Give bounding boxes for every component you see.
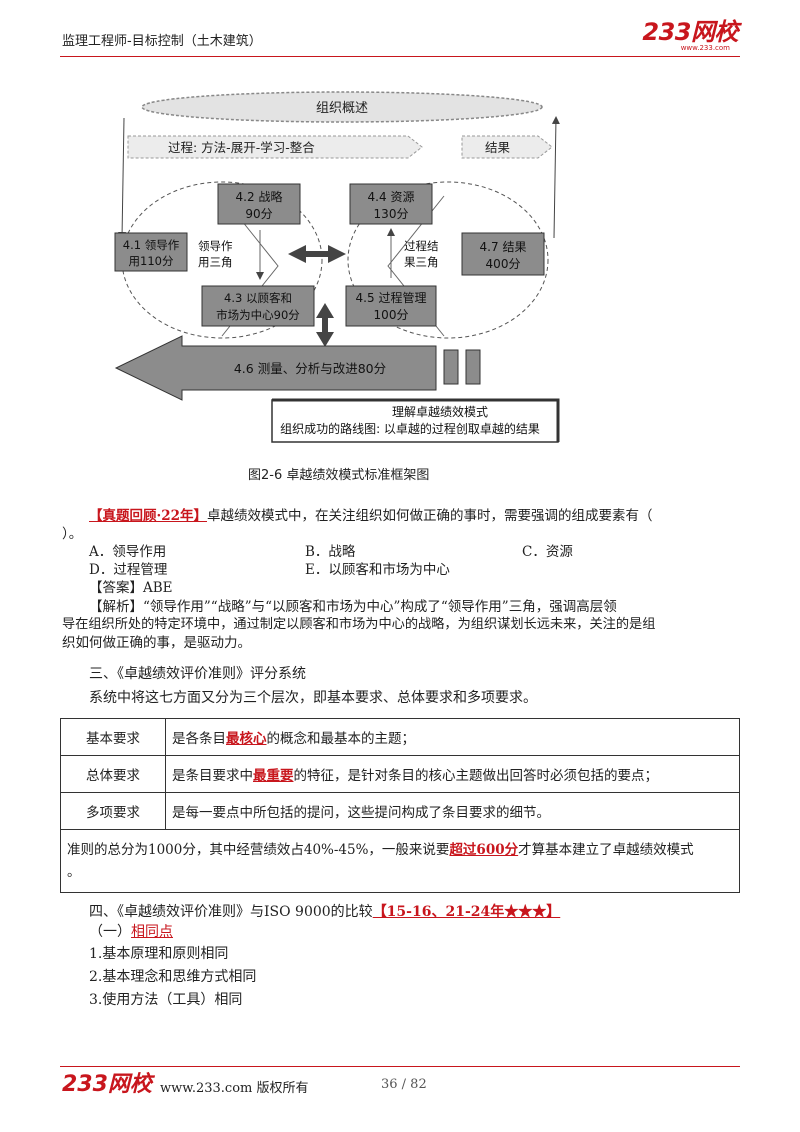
section3-intro: 系统中将这七方面又分为三个层次，即基本要求、总体要求和多项要求。	[89, 690, 537, 706]
summary-box-line2: 组织成功的路线图: 以卓越的过程创取卓越的结果	[280, 421, 540, 436]
result-arrow	[461, 135, 553, 159]
box-resources	[349, 183, 433, 225]
box-strategy-line2: 90分	[245, 207, 272, 221]
figure-caption: 图2-6 卓越绩效模式标准框架图	[248, 468, 430, 483]
page-number: 36 / 82	[381, 1077, 427, 1092]
option-e: E．以顾客和市场为中心	[305, 562, 450, 578]
footer-copyright: www.233.com 版权所有	[160, 1081, 309, 1096]
process-arrow	[127, 135, 423, 159]
brand-logo-url: www.233.com	[680, 44, 730, 52]
measure-arrow-label: 4.6 测量、分析与改进80分	[234, 361, 386, 376]
double-arrow-horizontal	[288, 245, 346, 263]
box-strategy-line1: 4.2 战略	[236, 189, 283, 204]
box-leadership-line2: 用110分	[129, 254, 174, 268]
box-resources-line2: 130分	[374, 207, 409, 221]
table-row: 总体要求 是条目要求中最重要的特征，是针对条目的核心主题做出回答时必须包括的要点…	[60, 755, 740, 793]
table-row: 多项要求 是每一要点中所包括的提问，这些提问构成了条目要求的细节。	[60, 792, 740, 830]
list-item: 1.基本原理和原则相同	[89, 946, 229, 962]
row-label: 基本要求	[60, 718, 166, 756]
table-row: 基本要求 是各条目最核心的概念和最基本的主题；	[60, 718, 740, 756]
footer-logo: 233网校	[62, 1072, 152, 1097]
summary-box-line1: 理解卓越绩效模式	[392, 404, 488, 419]
footer-divider	[60, 1066, 740, 1067]
header-divider	[60, 56, 740, 57]
left-side-arrow	[118, 117, 127, 240]
result-arrow-label: 结果	[485, 140, 511, 155]
box-results	[461, 232, 545, 276]
box-resources-line1: 4.4 资源	[368, 190, 415, 204]
box-customer-line2: 市场为中心90分	[216, 308, 300, 322]
box-customer	[201, 285, 315, 327]
list-item: 2.基本理念和思维方式相同	[89, 969, 257, 985]
subsection-heading: （一）相同点	[89, 924, 173, 940]
row-label: 多项要求	[60, 792, 166, 830]
row-label: 总体要求	[60, 755, 166, 793]
scoring-levels-table: 基本要求 是各条目最核心的概念和最基本的主题； 总体要求 是条目要求中最重要的特…	[60, 718, 740, 893]
section3-heading: 三、《卓越绩效评价准则》评分系统	[89, 666, 306, 682]
option-d: D．过程管理	[89, 562, 168, 578]
analysis-line-2: 导在组织所处的特定环境中，通过制定以顾客和市场为中心的战略，为组织谋划长远未来，…	[62, 617, 656, 632]
option-c: C．资源	[522, 544, 573, 560]
answer-line: 【答案】ABE	[89, 578, 173, 598]
measure-arrow	[114, 335, 437, 401]
question-stem: 【真题回顾·22年】卓越绩效模式中，在关注组织如何做正确的事时，需要强调的组成要…	[89, 506, 749, 526]
box-results-line1: 4.7 结果	[480, 240, 527, 254]
analysis-line-3: 织如何做正确的事，是驱动力。	[62, 635, 251, 651]
option-b: B．战略	[305, 544, 356, 560]
process-arrow-label: 过程: 方法-展开-学习-整合	[168, 140, 315, 155]
question-stem-text: 卓越绩效模式中，在关注组织如何做正确的事时，需要强调的组成要素有（	[207, 508, 653, 524]
triangle-left-line2: 用三角	[198, 255, 233, 269]
row-desc: 是每一要点中所包括的提问，这些提问构成了条目要求的细节。	[165, 792, 740, 830]
list-item: 3.使用方法（工具）相同	[89, 992, 243, 1008]
triangle-left-line1: 领导作	[198, 239, 233, 253]
triangle-right-line2: 果三角	[404, 255, 439, 269]
document-title: 监理工程师-目标控制（土木建筑）	[62, 34, 262, 49]
box-process	[345, 285, 437, 327]
table-note: 准则的总分为1000分，其中经营绩效占40%-45%，一般来说要超过600分才算…	[60, 829, 740, 893]
double-arrow-vertical	[316, 303, 334, 347]
box-strategy	[217, 183, 301, 225]
question-tag: 【真题回顾·22年】	[89, 508, 207, 524]
overview-oval	[141, 91, 543, 123]
summary-box	[271, 399, 559, 443]
box-process-line1: 4.5 过程管理	[356, 290, 427, 305]
box-leadership-line1: 4.1 领导作	[123, 238, 180, 252]
section4-heading: 四、《卓越绩效评价准则》与ISO 9000的比较【15-16、21-24年★★★…	[89, 904, 561, 920]
box-process-line2: 100分	[374, 308, 409, 322]
right-side-arrow	[551, 116, 560, 239]
box-results-line2: 400分	[486, 257, 521, 271]
overview-label: 组织概述	[316, 101, 368, 116]
analysis-label: 【解析】	[89, 599, 143, 615]
section4-tag: 【15-16、21-24年★★★】	[372, 904, 561, 920]
triangle-right-line1: 过程结	[404, 239, 439, 253]
analysis-line-1: 【解析】“领导作用”“战略”与“以顾客和市场为中心”构成了“领导作用”三角，强调…	[89, 597, 617, 617]
table-note-row: 准则的总分为1000分，其中经营绩效占40%-45%，一般来说要超过600分才算…	[60, 829, 740, 893]
box-customer-line1: 4.3 以顾客和	[224, 291, 292, 305]
answer-value: ABE	[143, 580, 173, 596]
row-desc: 是条目要求中最重要的特征，是针对条目的核心主题做出回答时必须包括的要点；	[165, 755, 740, 793]
analysis-text-1: “领导作用”“战略”与“以顾客和市场为中心”构成了“领导作用”三角，强调高层领	[143, 599, 617, 615]
question-stem-end: ）。	[62, 526, 83, 542]
answer-label: 【答案】	[89, 580, 143, 596]
excellence-model-diagram: 组织概述 过程: 方法-展开-学习-整合 结果 4.1 领导作 用110分 4.…	[114, 91, 560, 443]
box-leadership	[114, 232, 188, 272]
brand-logo: 233网校	[642, 18, 738, 46]
row-desc: 是各条目最核心的概念和最基本的主题；	[165, 718, 740, 756]
option-a: A．领导作用	[89, 544, 167, 560]
right-loop	[347, 181, 549, 339]
